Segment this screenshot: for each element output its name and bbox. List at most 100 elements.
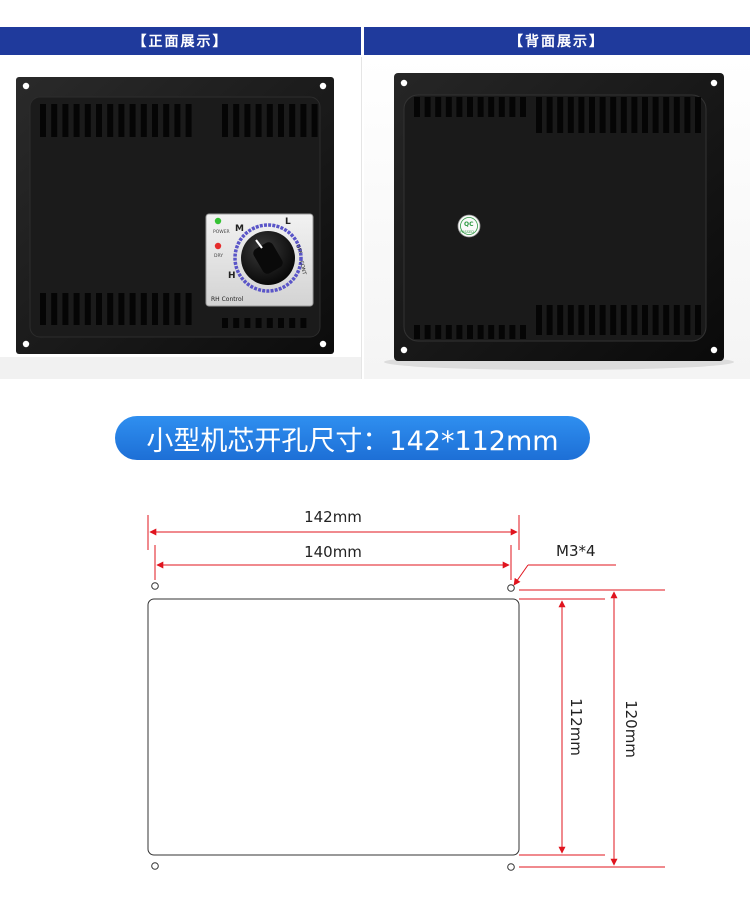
vent-slot <box>509 97 516 117</box>
vent-slot <box>278 318 284 328</box>
vent-slot <box>107 104 114 137</box>
vent-slot <box>498 97 505 117</box>
knob-grip <box>253 242 283 274</box>
knob-label-l: L <box>285 217 291 227</box>
dry-led <box>214 242 222 250</box>
vent-slot <box>300 104 307 137</box>
cutout-size-title: 小型机芯开孔尺寸：142*112mm <box>115 416 590 460</box>
vent-slot <box>435 97 442 117</box>
vent-slot <box>107 293 114 325</box>
vent-slot <box>84 293 91 325</box>
screw-hole <box>710 346 718 354</box>
vent-slot <box>663 305 670 335</box>
back-device-illustration: QC PASSED <box>384 73 734 370</box>
vent-slots <box>414 97 526 117</box>
mounting-hole <box>507 584 515 592</box>
vent-slot <box>663 97 670 133</box>
vent-slot <box>414 325 420 339</box>
vent-slot <box>642 305 648 335</box>
brand-label: RH Control <box>211 296 244 303</box>
vent-slot <box>96 104 102 137</box>
vent-slot <box>620 305 627 335</box>
cutout-outline <box>147 598 520 856</box>
knob-label-m: M <box>235 224 244 234</box>
vent-slot <box>244 104 251 137</box>
vent-slot <box>40 104 46 137</box>
vent-slot <box>424 325 431 339</box>
knob-scale-ring <box>233 223 303 293</box>
back-product-photo: QC PASSED <box>364 57 750 379</box>
vent-slot <box>631 97 638 133</box>
vent-slot <box>589 305 595 335</box>
vent-slot <box>129 104 136 137</box>
vent-slot <box>152 293 158 325</box>
vent-slot <box>477 325 484 339</box>
vent-slot <box>567 305 574 335</box>
vent-slots <box>536 97 701 133</box>
vent-slot <box>488 97 495 117</box>
front-view-header: 【正面展示】 <box>0 27 361 55</box>
vent-slot <box>222 318 228 328</box>
vent-slot <box>557 97 564 133</box>
vent-slot <box>536 97 542 133</box>
vent-slot <box>278 104 284 137</box>
dim-label-140: 140mm <box>304 543 362 561</box>
vent-slot <box>222 104 228 137</box>
vent-slot <box>578 97 585 133</box>
front-product-photo: POWER DRY L M H OFF CONT RH Control <box>0 57 362 379</box>
vent-slot <box>684 305 691 335</box>
vent-slot <box>51 104 58 137</box>
vent-slot <box>557 305 564 335</box>
vent-slot <box>163 104 170 137</box>
knob-label-cont: CONT <box>298 260 307 276</box>
vent-slot <box>185 293 192 325</box>
vent-slot <box>73 293 80 325</box>
screw-hole <box>400 79 408 87</box>
screw-hole <box>400 346 408 354</box>
vent-slot <box>289 104 296 137</box>
vent-slot <box>129 293 136 325</box>
vent-slot <box>673 97 680 133</box>
vent-slot <box>435 325 442 339</box>
vent-slot <box>185 104 192 137</box>
vent-slot <box>456 325 463 339</box>
vent-slot <box>140 104 147 137</box>
vent-slot <box>642 97 648 133</box>
vent-slots <box>222 104 318 137</box>
vent-slot <box>266 104 273 137</box>
power-led <box>214 217 222 225</box>
vent-slot <box>118 293 125 325</box>
vent-slot <box>414 97 420 117</box>
vent-slot <box>520 325 526 339</box>
screw-hole <box>710 79 718 87</box>
vent-slot <box>599 305 606 335</box>
vent-slot <box>84 104 91 137</box>
vent-slot <box>289 318 296 328</box>
mounting-hole <box>507 863 515 871</box>
front-device-illustration: POWER DRY L M H OFF CONT RH Control <box>0 77 361 379</box>
vent-slot <box>498 325 505 339</box>
screw-hole <box>319 340 327 348</box>
vent-slot <box>477 97 484 117</box>
vent-slot <box>163 293 170 325</box>
vent-slot <box>255 318 262 328</box>
vent-slot <box>695 97 701 133</box>
vent-slot <box>520 97 526 117</box>
vent-slot <box>456 97 463 117</box>
back-view-header: 【背面展示】 <box>364 27 750 55</box>
vent-slot <box>152 104 158 137</box>
screw-hole <box>22 340 30 348</box>
vent-slot <box>96 293 102 325</box>
vent-slot <box>40 293 46 325</box>
mounting-hole <box>151 582 159 590</box>
dim-label-142: 142mm <box>304 508 362 526</box>
vent-slots <box>414 325 526 339</box>
screw-leader <box>513 564 529 586</box>
vent-slot <box>51 293 58 325</box>
vent-slot <box>445 325 452 339</box>
vent-slot <box>118 104 125 137</box>
vent-slot <box>174 293 181 325</box>
screw-hole <box>319 82 327 90</box>
vent-slot <box>445 97 452 117</box>
vent-slots <box>222 318 307 328</box>
